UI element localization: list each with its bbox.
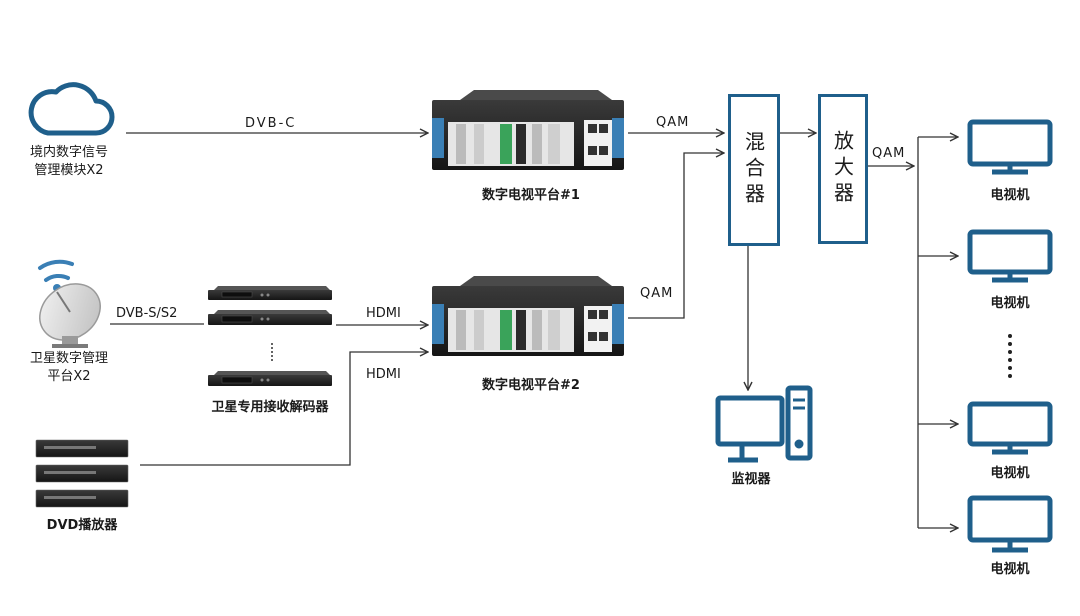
qam-label-1: QAM: [656, 115, 690, 130]
platform-1-label: 数字电视平台#1: [482, 188, 580, 203]
dvd-player-stack: [35, 439, 129, 508]
satellite-platform-label: 卫星数字管理 平台X2: [29, 351, 108, 384]
tv-icon-3: [967, 401, 1053, 455]
platform-2-label: 数字电视平台#2: [482, 378, 580, 393]
receiver-decoder-1: [208, 286, 332, 300]
tv-icon-1: [967, 119, 1053, 175]
platform-2-chassis: [432, 276, 624, 356]
hdmi-label-2: HDMI: [366, 367, 401, 382]
monitor-workstation-icon: [715, 385, 813, 463]
mixer-box: 混合器: [728, 94, 780, 246]
monitor-label: 监视器: [731, 472, 771, 487]
dvbs-label: DVB-S/S2: [116, 306, 178, 321]
tv-label-4: 电视机: [990, 562, 1030, 577]
amplifier-label: 放大器: [830, 130, 855, 208]
tv-icon-2: [967, 229, 1053, 283]
domestic-module-label: 境内数字信号 管理模块X2: [29, 145, 108, 178]
receiver-decoder-3: [208, 371, 332, 386]
tv-label-1: 电视机: [990, 188, 1030, 203]
tv-icon-4: [967, 495, 1053, 553]
receiver-decoder-label: 卫星专用接收解码器: [211, 400, 329, 415]
hdmi-label-1: HDMI: [366, 306, 401, 321]
line-qam2: [628, 153, 724, 319]
dvbc-label: DVB-C: [245, 116, 297, 131]
receiver-ellipsis: [271, 343, 273, 361]
dvd-player-label: DVD播放器: [46, 518, 118, 533]
qam-label-2: QAM: [640, 286, 674, 301]
connector-lines: [110, 133, 958, 528]
satellite-dish-icon: [38, 259, 101, 348]
tv-label-2: 电视机: [990, 296, 1030, 311]
qam-label-3: QAM: [872, 146, 906, 161]
tv-label-3: 电视机: [990, 466, 1030, 481]
line-hdmi2: [140, 352, 428, 466]
cloud-icon: [28, 82, 115, 136]
mixer-label: 混合器: [741, 131, 766, 209]
tv-ellipsis: [1008, 334, 1012, 378]
amplifier-box: 放大器: [818, 94, 868, 244]
receiver-decoder-2: [208, 310, 332, 325]
platform-1-chassis: [432, 90, 624, 170]
